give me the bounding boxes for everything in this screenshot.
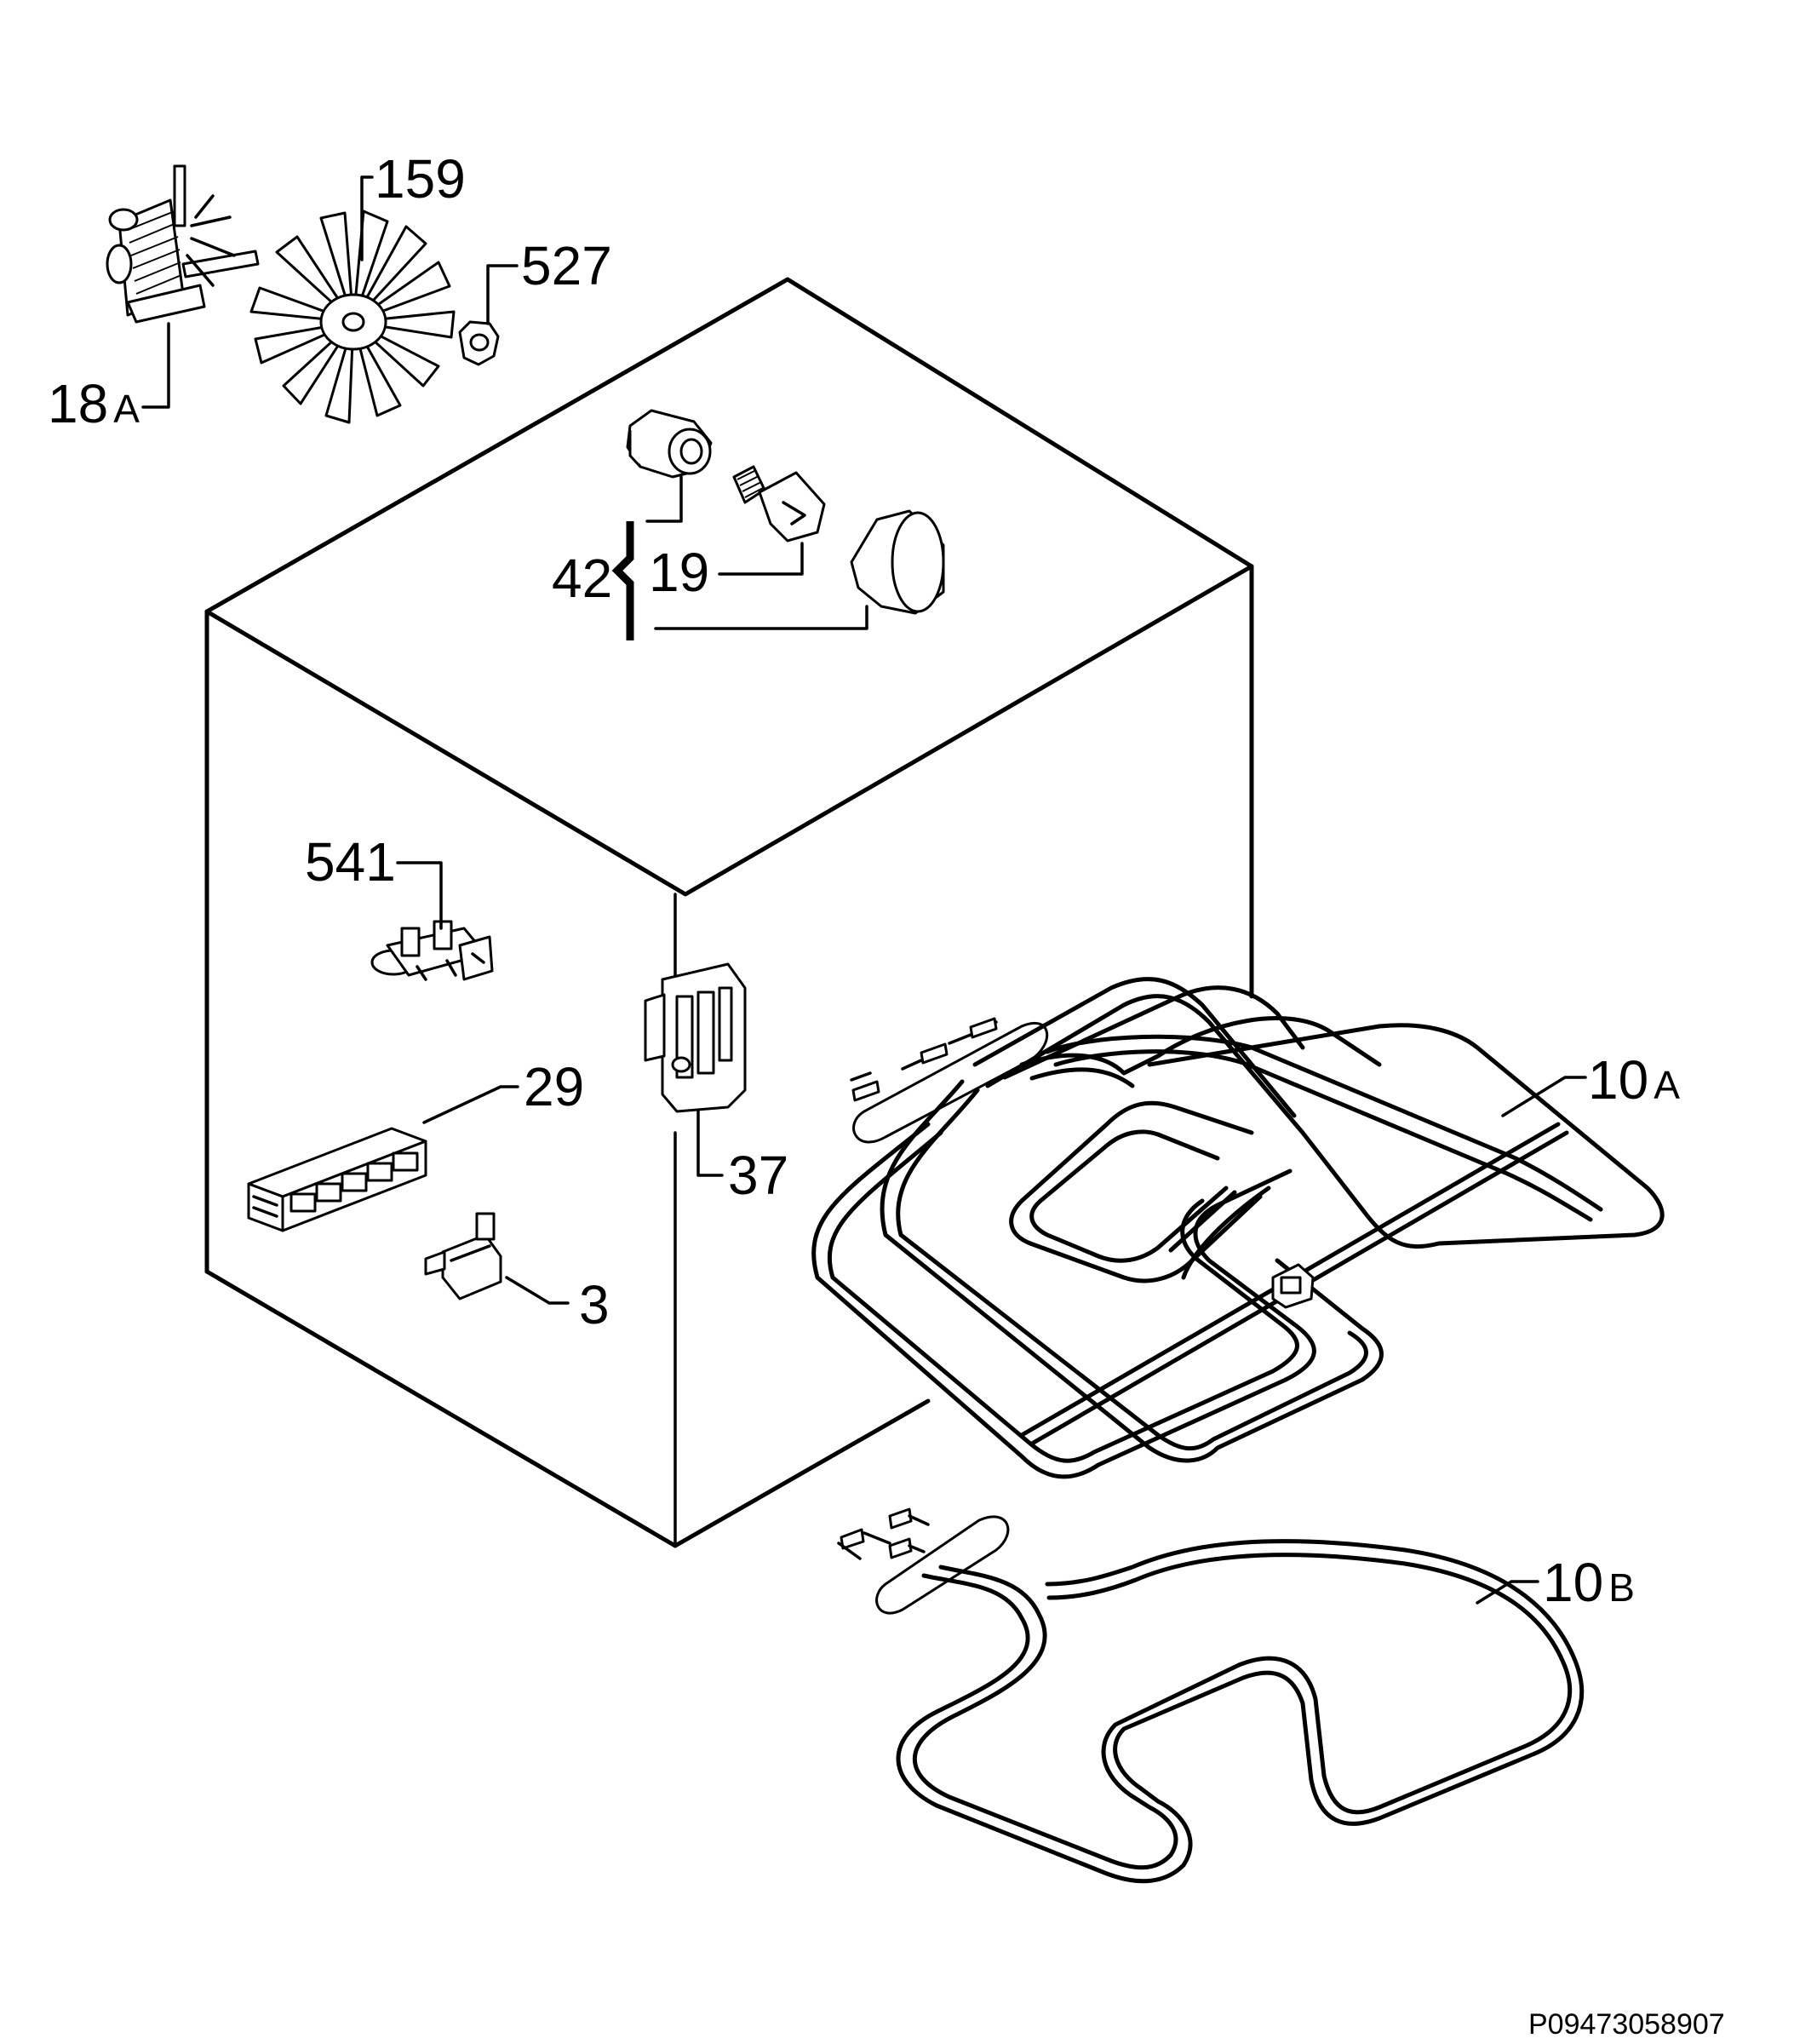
- lamp-assembly-bracket: [611, 521, 634, 640]
- nut-part: [458, 320, 500, 366]
- upper-heating-element: [811, 977, 1665, 1479]
- fan-blade-label: 159: [375, 148, 466, 210]
- oven-cavity-box: [204, 277, 1254, 1548]
- control-unit-leader: [422, 1085, 519, 1124]
- fan-blade-part: [249, 210, 456, 424]
- fan-motor-leader: [141, 322, 170, 409]
- lamp-bulb-part: [732, 465, 826, 543]
- igniter-label: 541: [305, 831, 396, 893]
- thermostat-part: [424, 1212, 502, 1300]
- thermostat-label: 3: [579, 1274, 610, 1335]
- control-unit-part: [247, 1127, 427, 1232]
- bracket-leader: [696, 1110, 724, 1177]
- bracket-part: [644, 962, 747, 1113]
- nut-leader: [486, 264, 519, 325]
- lamp-cover-leader: [654, 605, 868, 630]
- igniter-part: [370, 920, 494, 981]
- lamp-bulb-label: 19: [649, 542, 709, 603]
- bracket-label: 37: [728, 1145, 788, 1206]
- control-unit-label: 29: [524, 1056, 584, 1117]
- fan-blade-leader: [360, 175, 374, 261]
- lamp-cover-part: [850, 509, 945, 615]
- lower-heating-element: [837, 1507, 1585, 1884]
- thermostat-leader: [505, 1276, 570, 1305]
- nut-label: 527: [521, 235, 612, 296]
- lamp-holder-leader: [645, 475, 683, 523]
- lamp-holder-part: [626, 409, 713, 479]
- lamp-assembly-label: 42: [552, 548, 612, 609]
- fan-motor-part: [106, 164, 260, 324]
- lamp-bulb-leader: [718, 542, 804, 576]
- drawing-code: P09473058907: [1528, 2008, 1725, 2041]
- lower-element-leader: [1476, 1580, 1539, 1605]
- upper-element-leader: [1501, 1076, 1587, 1117]
- igniter-leader: [396, 861, 443, 930]
